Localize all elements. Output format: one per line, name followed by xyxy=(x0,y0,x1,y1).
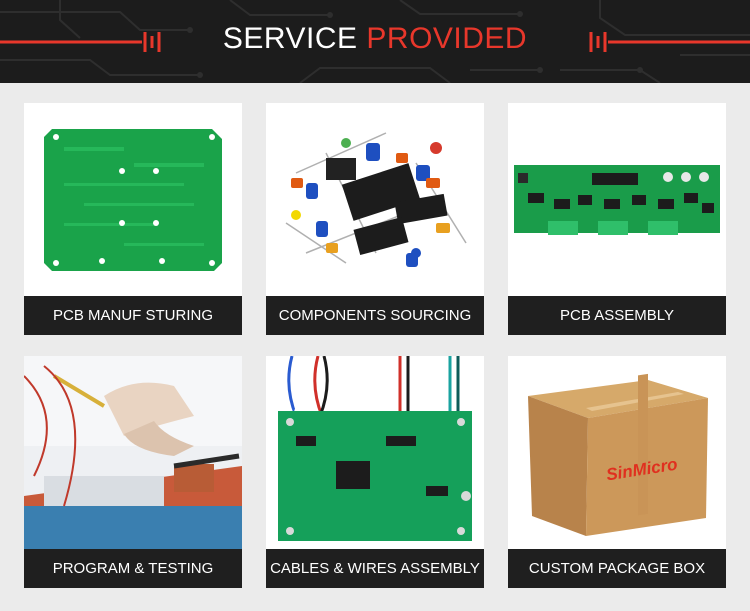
service-card-pcb-assembly[interactable]: PCB ASSEMBLY xyxy=(508,103,726,335)
electronic-components-image xyxy=(266,103,484,296)
service-card-custom-package-box[interactable]: SinMicro CUSTOM PACKAGE BOX xyxy=(508,356,726,588)
title-white-part: SERVICE xyxy=(222,22,358,55)
service-label: PCB ASSEMBLY xyxy=(508,296,726,335)
page-title: SERVICE PROVIDED xyxy=(0,22,750,56)
service-card-components-sourcing[interactable]: COMPONENTS SOURCING xyxy=(266,103,484,335)
cabled-board-image xyxy=(266,356,484,549)
cardboard-box-image: SinMicro xyxy=(508,356,726,549)
service-label: PROGRAM & TESTING xyxy=(24,549,242,588)
circuit-trace-background xyxy=(0,0,750,83)
header-banner: SERVICE PROVIDED xyxy=(0,0,750,83)
title-red-part: PROVIDED xyxy=(366,22,528,55)
service-label: CABLES & WIRES ASSEMBLY xyxy=(266,549,484,588)
pcb-board-image xyxy=(24,103,242,296)
pcb-assembly-image xyxy=(508,103,726,296)
service-card-program-testing[interactable]: PROGRAM & TESTING xyxy=(24,356,242,588)
soldering-testing-image xyxy=(24,356,242,549)
service-label: PCB MANUF STURING xyxy=(24,296,242,335)
service-card-cables-wires-assembly[interactable]: CABLES & WIRES ASSEMBLY xyxy=(266,356,484,588)
service-card-pcb-manufacturing[interactable]: PCB MANUF STURING xyxy=(24,103,242,335)
service-label: COMPONENTS SOURCING xyxy=(266,296,484,335)
service-label: CUSTOM PACKAGE BOX xyxy=(508,549,726,588)
